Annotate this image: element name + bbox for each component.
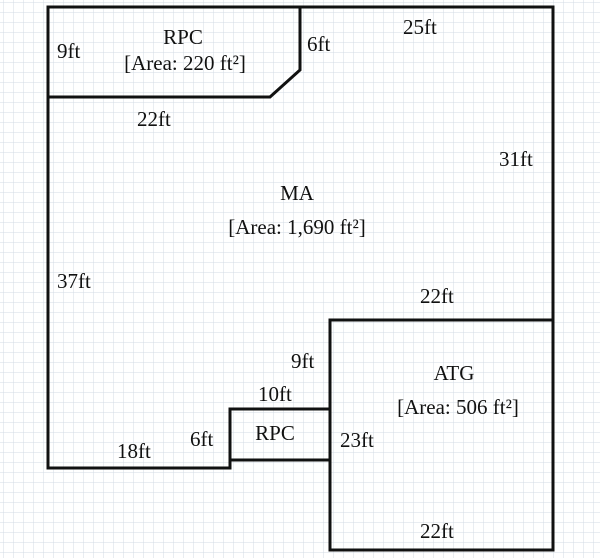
room-area: [Area: 1,690 ft²] <box>228 215 366 239</box>
room-rpc-small[interactable]: RPC <box>255 421 295 445</box>
dim-atg-left: 23ft <box>340 428 374 452</box>
dim-atg-top: 22ft <box>420 284 454 308</box>
rpc-top-wall <box>46 5 302 99</box>
dim-rpc-small-left: 6ft <box>190 427 213 451</box>
dim-atg-left-upper: 9ft <box>291 349 314 373</box>
outer-wall <box>46 5 555 322</box>
room-area: [Area: 506 ft²] <box>397 395 519 419</box>
dim-bottom-left: 18ft <box>117 439 151 463</box>
room-name: MA <box>280 181 315 205</box>
dim-atg-bottom: 22ft <box>420 519 454 543</box>
room-area: [Area: 220 ft²] <box>124 51 246 75</box>
room-name: RPC <box>163 25 203 49</box>
dim-rpc-bottom: 22ft <box>137 107 171 131</box>
room-atg[interactable]: ATG [Area: 506 ft²] <box>397 361 519 419</box>
dim-rpc-small-top: 10ft <box>258 382 292 406</box>
room-name: ATG <box>434 361 475 385</box>
dim-right: 31ft <box>499 147 533 171</box>
dim-left: 37ft <box>57 269 91 293</box>
walls <box>46 5 555 552</box>
dim-top: 25ft <box>403 15 437 39</box>
dim-rpc-right: 6ft <box>307 32 330 56</box>
dim-rpc-left: 9ft <box>57 39 80 63</box>
atg-wall <box>328 318 555 552</box>
dimension-labels: 9ft 6ft 25ft 22ft 31ft 37ft 22ft 9ft 10f… <box>57 15 533 543</box>
room-ma[interactable]: MA [Area: 1,690 ft²] <box>228 181 366 239</box>
room-rpc-top[interactable]: RPC [Area: 220 ft²] <box>124 25 246 75</box>
room-name: RPC <box>255 421 295 445</box>
left-wall <box>46 5 332 470</box>
